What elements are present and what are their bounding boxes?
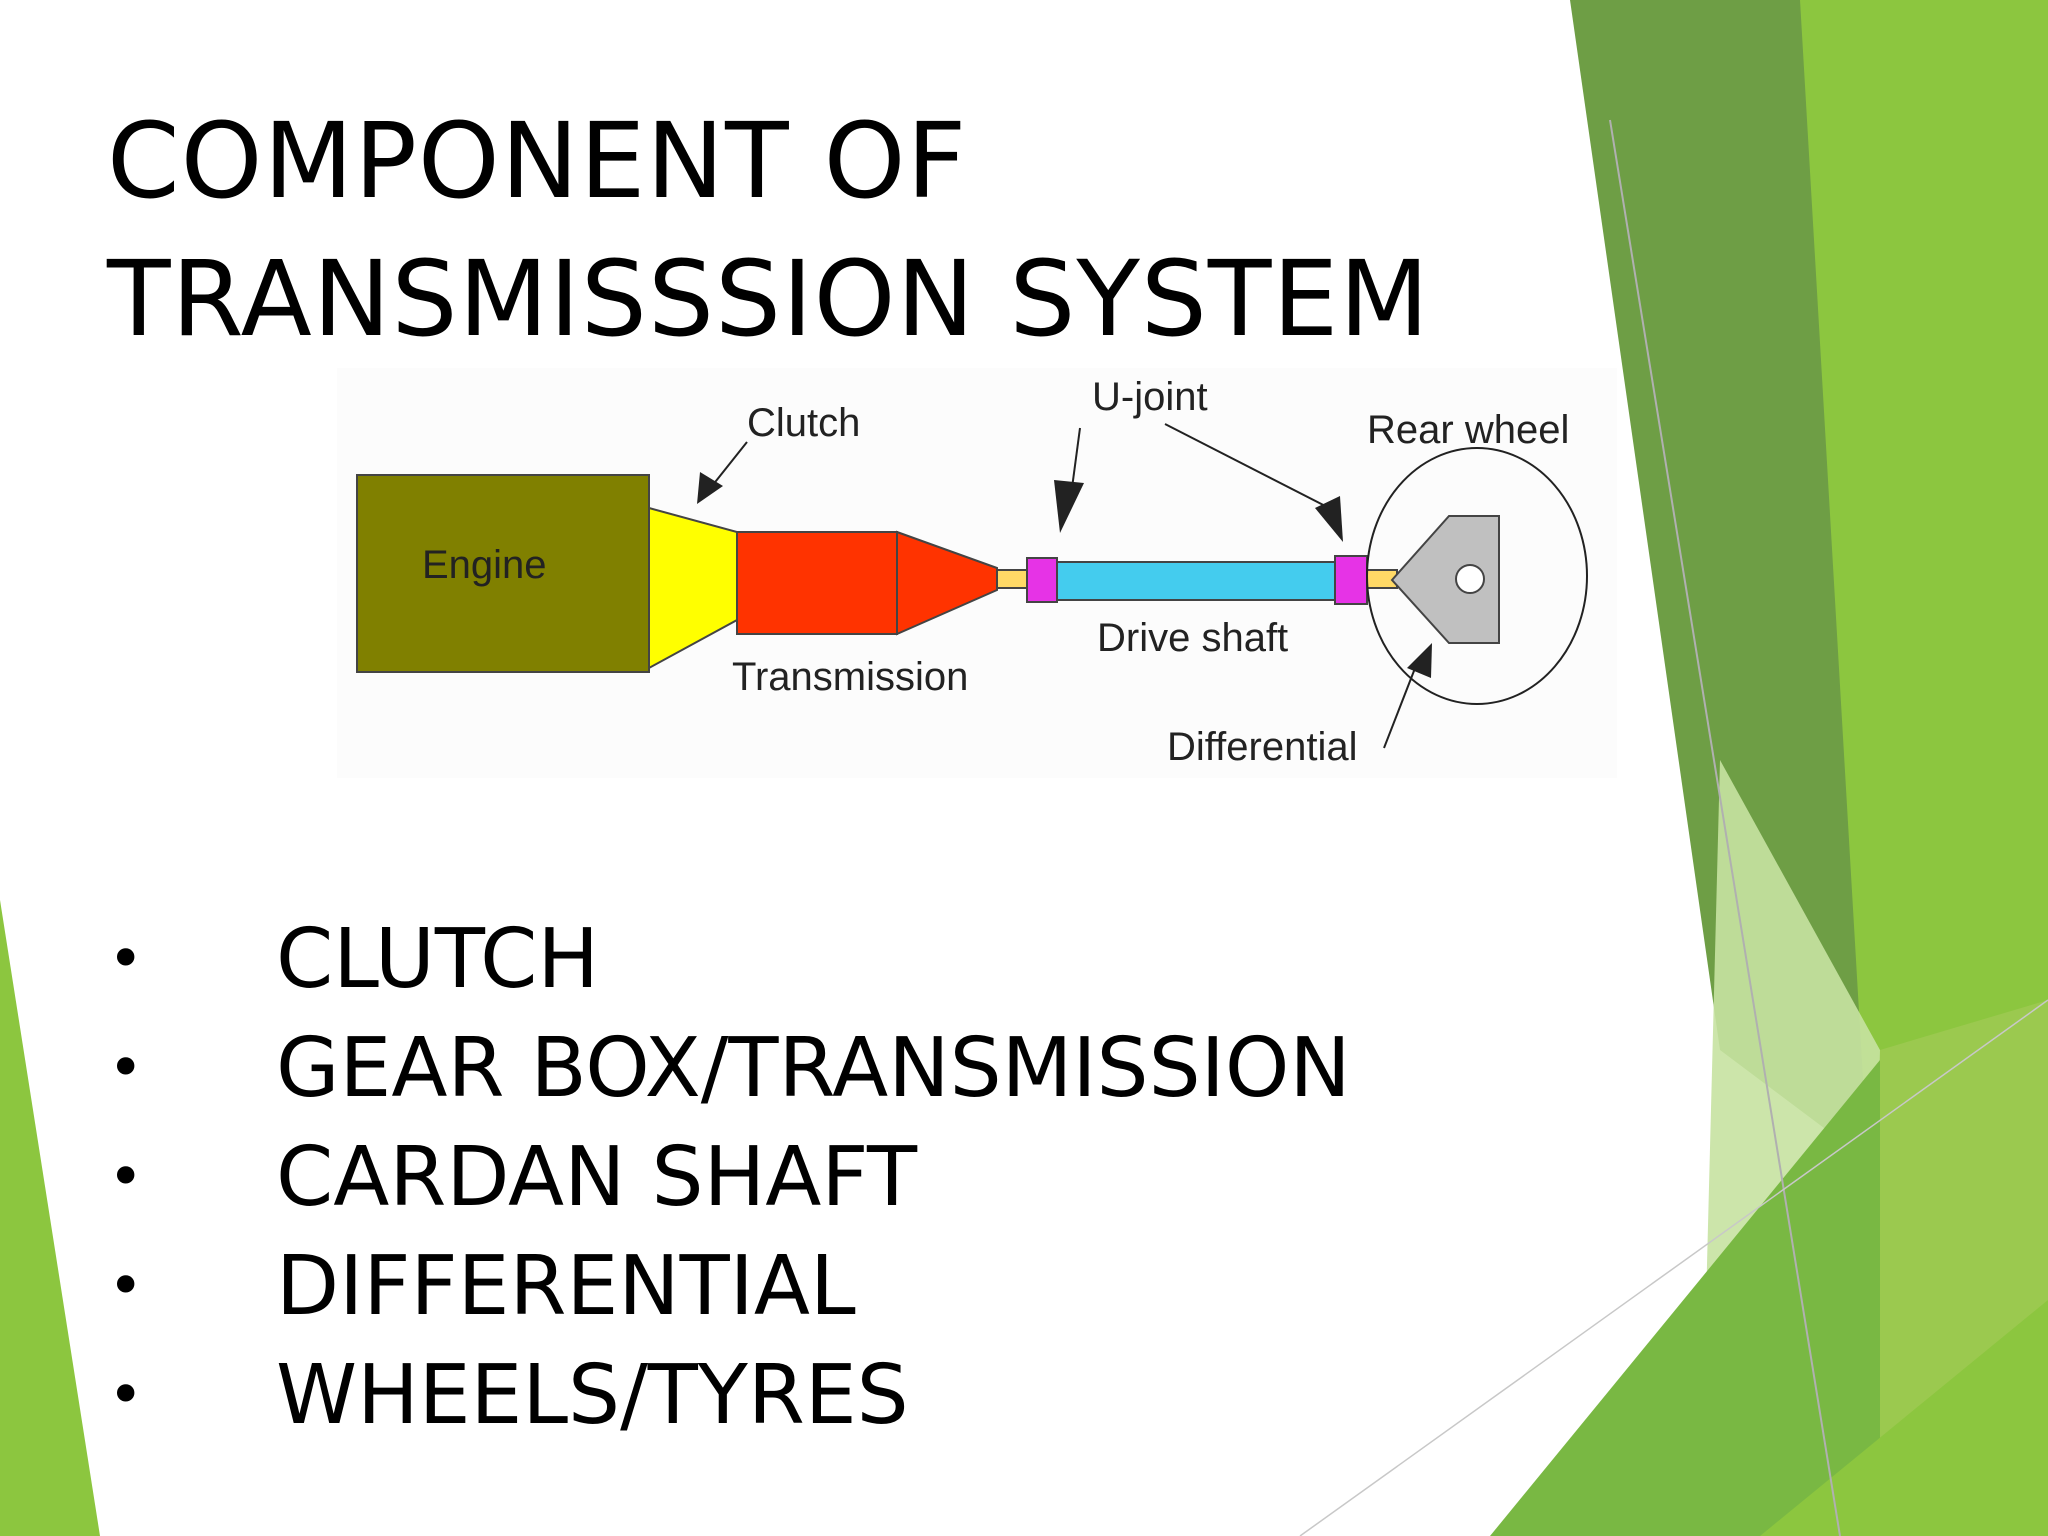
rear-wheel-label: Rear wheel [1367,408,1569,452]
list-item: •CLUTCH [108,905,1351,1014]
list-item: •DIFFERENTIAL [108,1232,1351,1341]
ujoint-arrow-front [1054,480,1084,533]
ujoint-rear [1334,555,1368,605]
bullet-icon: • [108,924,144,994]
bullet-icon: • [108,1251,144,1321]
list-item: •CARDAN SHAFT [108,1123,1351,1232]
transmission-diagram: Engine Clutch U-joint Rear wheel Drive s… [337,368,1617,778]
slide-title: COMPONENT OF TRANSMISSSION SYSTEM [107,100,1430,360]
clutch-label: Clutch [747,401,860,445]
transmission-label: Transmission [732,655,968,699]
drive-shaft-label: Drive shaft [1097,616,1288,660]
transmission-taper [896,530,998,636]
output-shaft [996,569,1028,589]
bullet-icon: • [108,1033,144,1103]
engine-label: Engine [422,543,547,587]
component-list: •CLUTCH •GEAR BOX/TRANSMISSION •CARDAN S… [108,905,1351,1450]
differential [1390,515,1500,644]
transmission-body [736,531,898,635]
ujoint-label: U-joint [1092,375,1208,419]
ujoint-front [1026,557,1058,603]
differential-arrow [1407,643,1432,678]
bullet-icon: • [108,1360,144,1430]
green-panel-left [0,900,100,1536]
list-item: •GEAR BOX/TRANSMISSION [108,1014,1351,1123]
green-panel-bottom [1490,1060,1880,1536]
dark-green-panel [1570,0,1880,1170]
rear-wheel [1366,447,1588,705]
engine-block [356,474,650,673]
clutch-arrow [697,472,723,504]
drive-shaft [1056,561,1336,601]
ujoint-arrow-rear [1315,496,1343,542]
bullet-icon: • [108,1142,144,1212]
differential-hub [1455,564,1485,594]
list-item: •WHEELS/TYRES [108,1341,1351,1450]
differential-label: Differential [1167,725,1357,769]
